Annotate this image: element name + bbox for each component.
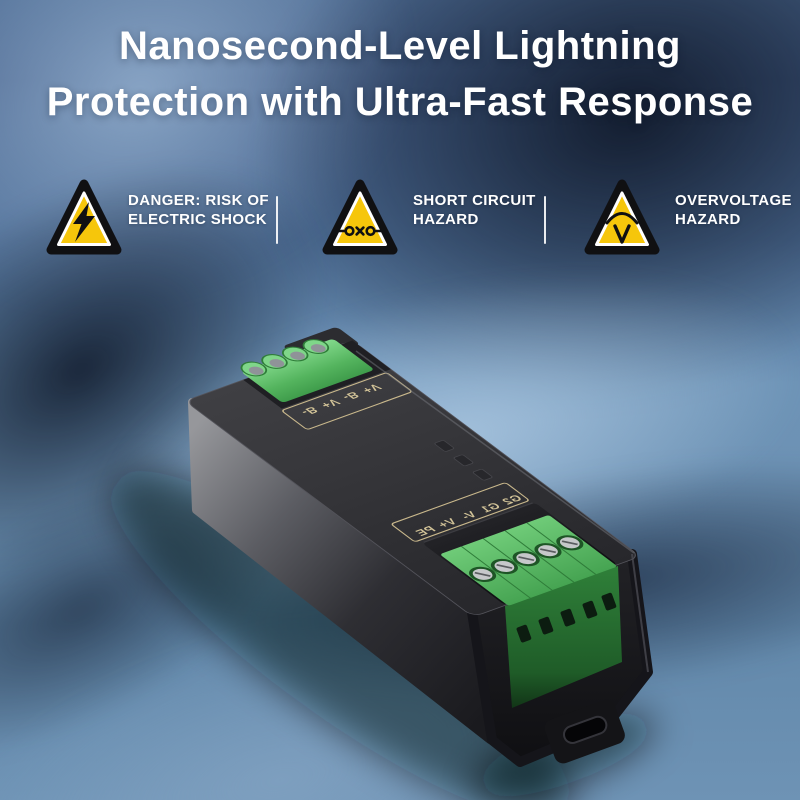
warnings-row: DANGER: RISK OF ELECTRIC SHOCK SHORT CIR… <box>0 0 800 270</box>
front-terminal-block-front-side <box>505 566 622 708</box>
short-circuit-triangle-icon <box>322 179 398 255</box>
front-terminal-block <box>441 515 617 606</box>
indicator-windows <box>434 440 493 481</box>
title-line-1: Nanosecond-Level Lightning <box>119 24 681 68</box>
electric-shock-triangle-icon <box>46 179 122 255</box>
warning-label-electric-shock: DANGER: RISK OF ELECTRIC SHOCK <box>128 191 269 229</box>
din-rail-tab <box>544 699 625 764</box>
device-shadow <box>109 470 571 800</box>
rear-terminal-block <box>240 339 373 403</box>
warning-label-overvoltage: OVERVOLTAGE HAZARD <box>675 191 792 229</box>
overvoltage-glyph <box>605 212 639 244</box>
warning-text-line: OVERVOLTAGE <box>675 192 792 209</box>
warning-text-line: HAZARD <box>675 211 741 228</box>
front-terminal-label: G2 <box>498 493 525 507</box>
short-circuit-glyph <box>331 225 389 237</box>
terminal-screws <box>469 535 584 582</box>
front-terminal-label: PE <box>412 524 439 538</box>
lightning-bolt-glyph <box>73 202 95 242</box>
warning-text-line: ELECTRIC SHOCK <box>128 211 267 228</box>
warning-text-line: SHORT CIRCUIT <box>413 192 536 209</box>
warning-text-line: DANGER: RISK OF <box>128 192 269 209</box>
front-terminal-label: G1 <box>477 500 504 514</box>
device-top-face: -B +V -B +V PE V+ V- G1 G2 <box>189 327 636 615</box>
title-line-2: Protection with Ultra-Fast Response <box>46 80 754 124</box>
warning-divider <box>544 196 546 244</box>
page-title: Nanosecond-Level Lightning Protection wi… <box>0 18 800 130</box>
warning-divider <box>276 196 278 244</box>
warning-text-line: HAZARD <box>413 211 479 228</box>
warning-label-short-circuit: SHORT CIRCUIT HAZARD <box>413 191 536 229</box>
overvoltage-triangle-icon <box>584 179 660 255</box>
